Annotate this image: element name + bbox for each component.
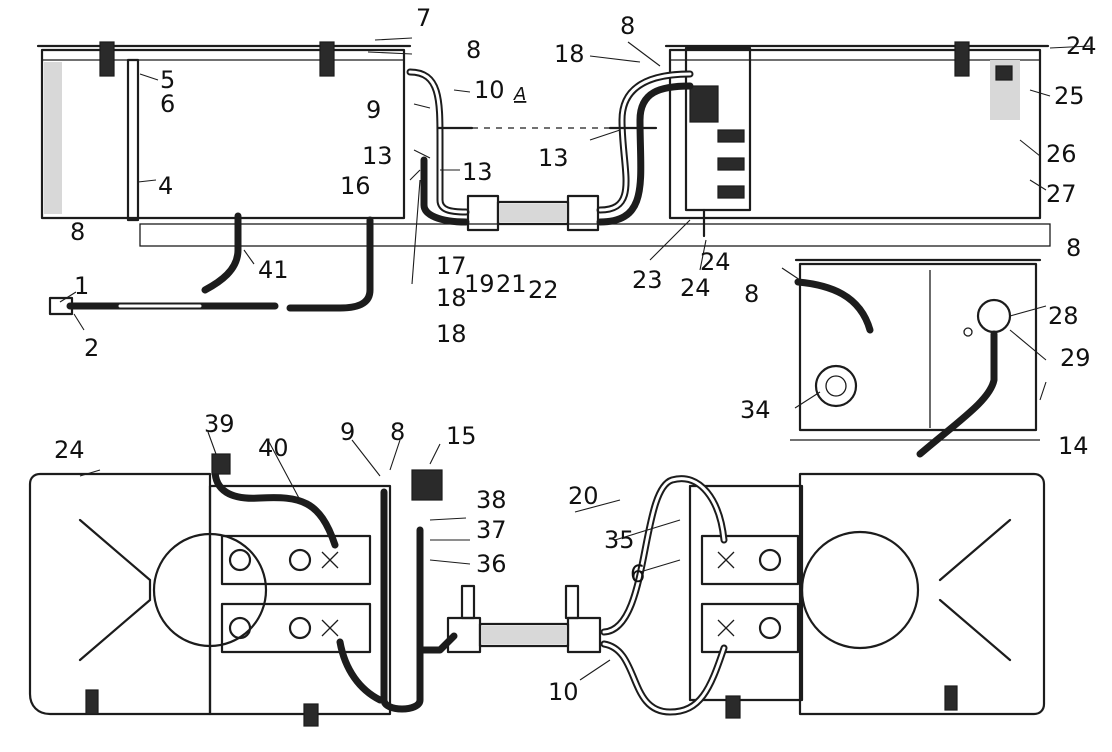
callout-7: 7 — [416, 4, 431, 32]
callout-36: 36 — [476, 550, 507, 578]
callout-24: 24 — [1066, 32, 1097, 60]
callout-18: 18 — [554, 40, 585, 68]
callout-8: 8 — [744, 280, 759, 308]
callout-1: 1 — [74, 272, 89, 300]
callout-6: 6 — [160, 90, 175, 118]
callout-18: 19 — [464, 270, 495, 298]
callout-16: 18 — [436, 284, 467, 312]
callout-11: 13 — [538, 144, 569, 172]
callout-34: 34 — [740, 396, 771, 424]
callout-13: 15 — [446, 422, 477, 450]
callout-41: 41 — [258, 256, 289, 284]
callout-38: 38 — [476, 486, 507, 514]
view-mark-a: A — [513, 84, 526, 105]
callout-40: 40 — [258, 434, 289, 462]
side-detail-box — [790, 258, 1042, 458]
ground-cable — [48, 212, 374, 316]
callout-5: 5 — [160, 66, 175, 94]
callout-9: 9 — [366, 96, 381, 124]
callout-8: 8 — [620, 12, 635, 40]
callout-20: 22 — [528, 276, 559, 304]
left-battery-box — [36, 41, 412, 222]
callout-4: 4 — [158, 172, 173, 200]
callout-25: 25 — [1054, 82, 1085, 110]
callout-24: 24 — [54, 436, 85, 464]
right-battery-pair — [688, 484, 804, 719]
callout-2: 2 — [84, 334, 99, 362]
callout-19: 21 — [496, 270, 527, 298]
callout-22: 24 — [700, 248, 731, 276]
cable-connector-sleeve — [466, 194, 600, 232]
callout-39: 39 — [204, 410, 235, 438]
callout-35: 35 — [604, 526, 635, 554]
callout-17: 18 — [436, 320, 467, 348]
callout-27: 27 — [1046, 180, 1077, 208]
connecting-cables-top — [406, 68, 694, 226]
cable-bottom-left-run — [380, 469, 458, 713]
callout-8: 8 — [70, 218, 85, 246]
callout-21: 23 — [632, 266, 663, 294]
callout-18: 20 — [568, 482, 599, 510]
callout-23: 24 — [680, 274, 711, 302]
callout-26: 26 — [1046, 140, 1077, 168]
callout-37: 37 — [476, 516, 507, 544]
mounting-rail — [139, 223, 1051, 247]
callout-29: 29 — [1060, 344, 1091, 372]
callout-layer: 7 8 5 6 4 9 10 A 13 13 13 16 18 8 24 25 … — [54, 4, 1097, 706]
callout-12: 13 — [362, 142, 393, 170]
callout-8: 8 — [390, 418, 405, 446]
callout-10: 10 — [474, 76, 505, 104]
bottom-connector-sleeve — [446, 584, 602, 654]
callout-14: 16 — [340, 172, 371, 200]
battery-switch-unit — [684, 46, 752, 238]
left-battery-pair — [208, 453, 392, 727]
callout-28: 28 — [1048, 302, 1079, 330]
callout-8: 8 — [1066, 234, 1081, 262]
callout-10: 10 — [548, 678, 579, 706]
callout-13: 14 — [1058, 432, 1089, 460]
cable-bottom-right-run — [600, 475, 728, 716]
callout-13: 13 — [462, 158, 493, 186]
right-box-cover — [798, 472, 1046, 716]
left-box-cover — [28, 472, 268, 716]
callout-9: 9 — [340, 418, 355, 446]
callout-15: 17 — [436, 252, 467, 280]
callout-6: 6 — [630, 560, 645, 588]
callout-8: 8 — [466, 36, 481, 64]
right-battery-box — [664, 41, 1050, 220]
